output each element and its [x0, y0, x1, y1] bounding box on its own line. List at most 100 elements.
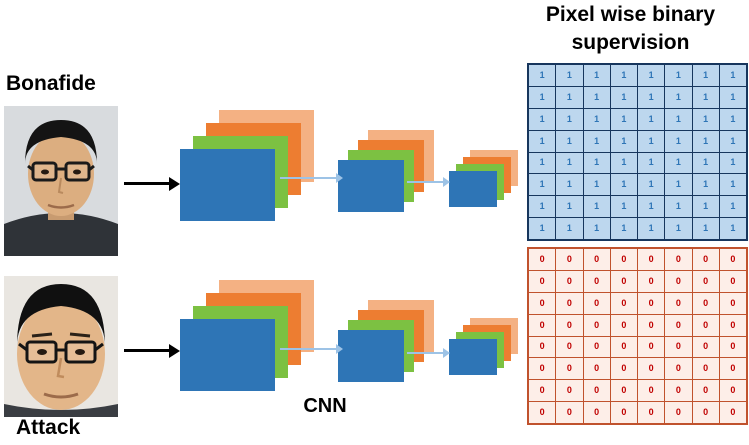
grid-cell: 1	[529, 218, 556, 239]
grid-cell: 1	[638, 196, 665, 218]
grid-cell: 0	[583, 380, 610, 402]
grid-cell: 1	[692, 218, 719, 239]
grid-cell: 1	[610, 65, 637, 86]
grid-cell: 0	[638, 270, 665, 292]
grid-cell: 0	[610, 402, 637, 423]
grid-cell: 0	[692, 249, 719, 270]
grid-cell: 1	[692, 65, 719, 86]
attack-face-photo	[4, 276, 118, 417]
grid-cell: 1	[583, 218, 610, 239]
grid-cell: 0	[692, 270, 719, 292]
feature-map-stack	[180, 110, 314, 221]
grid-cell: 1	[583, 196, 610, 218]
grid-cell: 0	[556, 402, 583, 423]
grid-cell: 0	[583, 249, 610, 270]
bonafide-face-image	[4, 106, 118, 256]
diagram-title: Pixel wise binary supervision	[545, 3, 716, 55]
grid-cell: 0	[692, 314, 719, 336]
grid-cell: 1	[692, 130, 719, 152]
grid-cell: 1	[665, 152, 692, 174]
grid-cell: 0	[692, 358, 719, 380]
grid-cell: 1	[583, 65, 610, 86]
grid-cell: 0	[583, 402, 610, 423]
grid-cell: 0	[529, 292, 556, 314]
grid-cell: 0	[719, 249, 746, 270]
grid-cell: 0	[583, 270, 610, 292]
grid-cell: 0	[638, 358, 665, 380]
grid-cell: 1	[529, 196, 556, 218]
grid-cell: 1	[692, 174, 719, 196]
grid-cell: 1	[610, 152, 637, 174]
feature-map-layer-blue	[180, 149, 275, 221]
grid-cell: 1	[719, 174, 746, 196]
attack-face-image	[4, 276, 118, 417]
grid-cell: 0	[692, 402, 719, 423]
grid-cell: 0	[638, 402, 665, 423]
grid-cell: 1	[529, 152, 556, 174]
grid-cell: 1	[638, 174, 665, 196]
grid-cell: 1	[529, 86, 556, 108]
grid-cell: 0	[665, 314, 692, 336]
feature-map-stack	[338, 300, 434, 382]
grid-cell: 1	[665, 65, 692, 86]
grid-cell: 1	[638, 108, 665, 130]
grid-cell: 0	[692, 380, 719, 402]
grid-cell: 1	[583, 130, 610, 152]
grid-cell: 0	[665, 380, 692, 402]
grid-cell: 1	[610, 108, 637, 130]
grid-cell: 0	[638, 336, 665, 358]
stack-connector-arrow	[407, 181, 443, 183]
grid-cell: 1	[556, 174, 583, 196]
grid-cell: 0	[610, 292, 637, 314]
grid-cell: 1	[556, 152, 583, 174]
grid-cell: 1	[529, 130, 556, 152]
feature-map-stack	[338, 130, 434, 212]
grid-cell: 0	[529, 249, 556, 270]
grid-cell: 1	[583, 108, 610, 130]
feature-map-stack	[180, 280, 314, 391]
grid-cell: 1	[692, 108, 719, 130]
feature-map-stack	[449, 318, 518, 375]
grid-cell: 1	[665, 218, 692, 239]
attack-label: Attack	[16, 416, 81, 439]
grid-cell: 1	[719, 86, 746, 108]
grid-cell: 0	[529, 358, 556, 380]
grid-cell: 1	[529, 174, 556, 196]
grid-cell: 0	[583, 336, 610, 358]
grid-cell: 0	[610, 380, 637, 402]
grid-cell: 0	[719, 402, 746, 423]
grid-cell: 1	[665, 196, 692, 218]
grid-cell: 1	[556, 86, 583, 108]
feature-map-layer-blue	[338, 330, 404, 382]
grid-cell: 0	[610, 314, 637, 336]
grid-cell: 0	[719, 358, 746, 380]
grid-cell: 0	[692, 336, 719, 358]
grid-cell: 0	[556, 380, 583, 402]
grid-cell: 1	[556, 130, 583, 152]
grid-cell: 1	[556, 65, 583, 86]
grid-cell: 0	[719, 314, 746, 336]
attack-input-arrow	[124, 349, 169, 352]
feature-map-layer-blue	[449, 339, 497, 375]
grid-cell: 0	[583, 314, 610, 336]
grid-cell: 1	[692, 196, 719, 218]
grid-cell: 0	[638, 249, 665, 270]
grid-cell: 0	[665, 336, 692, 358]
feature-map-layer-blue	[338, 160, 404, 212]
feature-map-stack	[449, 150, 518, 207]
grid-cell: 0	[638, 292, 665, 314]
grid-cell: 0	[692, 292, 719, 314]
grid-cell: 1	[610, 218, 637, 239]
grid-cell: 0	[719, 292, 746, 314]
grid-cell: 0	[719, 336, 746, 358]
grid-cell: 1	[719, 152, 746, 174]
grid-cell: 0	[529, 336, 556, 358]
grid-cell: 1	[583, 86, 610, 108]
feature-map-layer-blue	[180, 319, 275, 391]
grid-cell: 0	[610, 270, 637, 292]
grid-cell: 0	[638, 314, 665, 336]
grid-cell: 0	[665, 358, 692, 380]
